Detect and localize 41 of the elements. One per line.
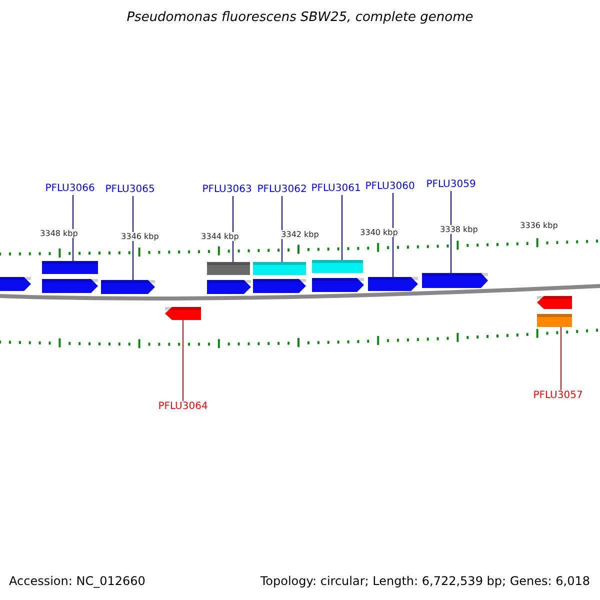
genome-info-text: Topology: circular; Length: 6,722,539 bp; Genes: 6,018 [260, 574, 590, 588]
gene-label: PFLU3059 [426, 179, 476, 191]
gene-feature [368, 277, 418, 291]
scale-label: 3338 kbp [439, 225, 479, 234]
gene-label: PFLU3066 [45, 183, 95, 195]
gene-feature [0, 277, 31, 291]
scale-label: 3348 kbp [39, 229, 79, 238]
scale-label: 3346 kbp [120, 232, 160, 241]
gene-label: PFLU3062 [257, 184, 307, 196]
gene-feature [165, 307, 201, 320]
accession-text: Accession: NC_012660 [9, 574, 146, 588]
leader-line [392, 192, 394, 278]
gene-bar [253, 262, 306, 275]
gene-feature [42, 279, 98, 293]
leader-line [560, 326, 562, 390]
gene-feature [537, 296, 572, 309]
leader-line [72, 194, 74, 262]
leader-line [182, 320, 184, 402]
gene-bar [312, 260, 363, 273]
gene-label: PFLU3064 [158, 401, 208, 413]
scale-label: 3342 kbp [280, 230, 320, 239]
gene-label: PFLU3060 [365, 181, 415, 193]
title: Pseudomonas fluorescens SBW25, complete genome [126, 10, 474, 25]
gene-label: PFLU3061 [311, 183, 361, 195]
leader-line [132, 196, 134, 280]
gene-feature [207, 280, 251, 294]
gene-label: PFLU3065 [105, 184, 155, 196]
gene-feature [101, 280, 155, 294]
gene-label: PFLU3057 [533, 390, 583, 402]
scale-label: 3344 kbp [200, 232, 240, 241]
scale-label: 3340 kbp [359, 228, 399, 237]
leader-line [450, 190, 452, 274]
gene-feature [253, 279, 306, 293]
gene-feature [422, 273, 488, 288]
gene-bar [537, 314, 572, 327]
gene-label: PFLU3063 [202, 184, 252, 196]
leader-line [232, 196, 234, 262]
gene-feature [312, 278, 364, 292]
scale-label: 3336 kbp [519, 221, 559, 230]
gene-bar [207, 262, 250, 275]
gene-bar [42, 261, 98, 274]
